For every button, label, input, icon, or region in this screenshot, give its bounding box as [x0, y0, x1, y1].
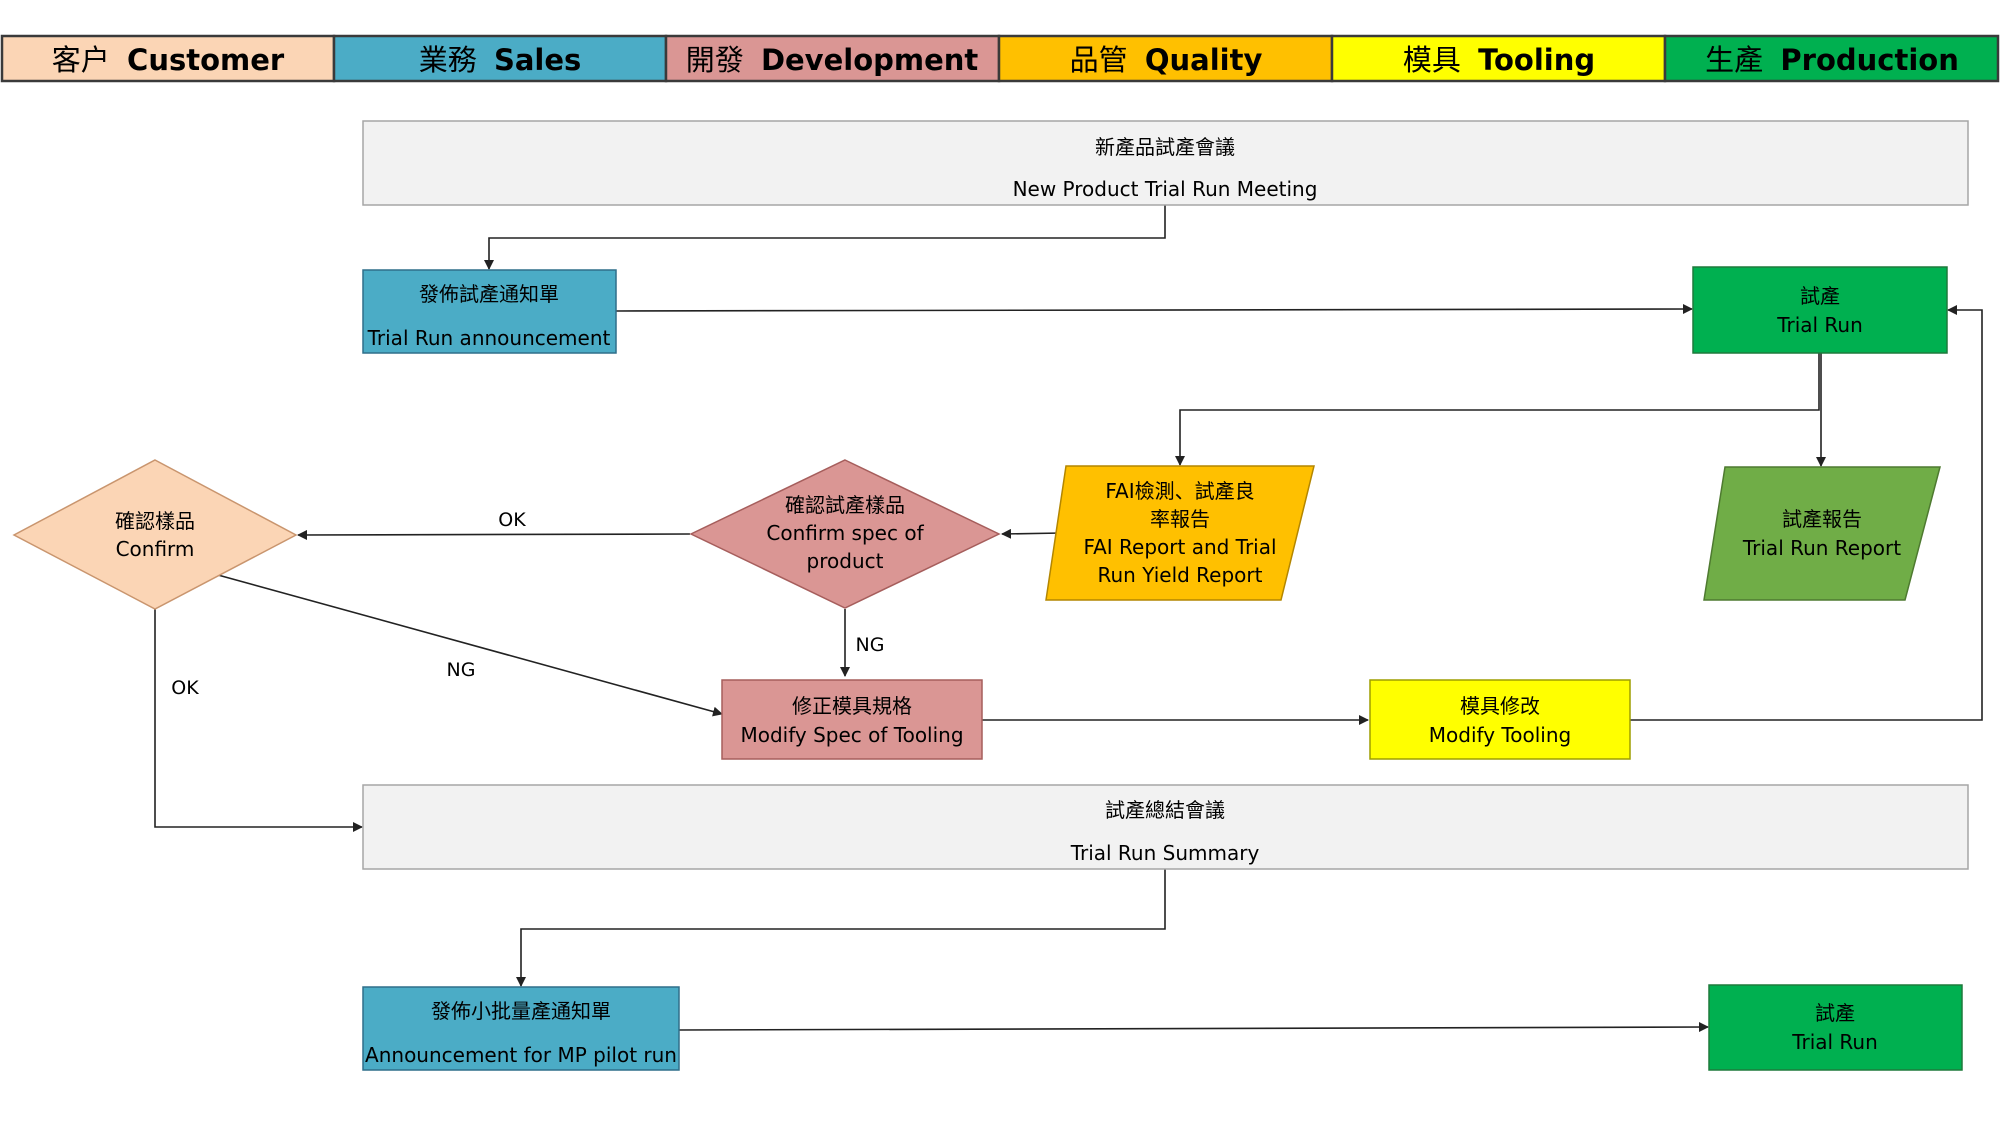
lane-sales-zh: 業務 [419, 43, 477, 77]
edges [154, 205, 1983, 1033]
node-fai-report-line1: FAI檢測、試產良 [1105, 479, 1254, 503]
lane-development-en: Development [761, 43, 978, 77]
node-trial-run-2-zh: 試產 [1815, 1001, 1855, 1025]
node-confirm-spec-shape [689, 459, 1001, 609]
node-modify-spec-zh: 修正模具規格 [792, 694, 912, 718]
node-trial-run-announcement-en: Trial Run announcement [367, 326, 611, 350]
lane-tooling-label: 模具 Tooling [1403, 43, 1595, 77]
edge-confirm-sample-to-summary [154, 609, 363, 832]
node-mp-announcement-zh: 發佈小批量產通知單 [431, 999, 611, 1023]
edge-summary-to-mp-announcement [516, 869, 1166, 987]
node-confirm-spec-en1: Confirm spec of [766, 521, 924, 545]
lane-tooling: 模具 Tooling [1330, 34, 1667, 83]
lane-tooling-bg [1330, 34, 1667, 83]
lane-production-label: 生產 Production [1705, 43, 1959, 77]
edge-trial-run-to-fai [1175, 353, 1820, 466]
lane-tooling-zh: 模具 [1403, 43, 1461, 77]
node-trial-run-summary-zh: 試產總結會議 [1105, 798, 1225, 822]
edge-modify-tooling-to-trial-run [1630, 305, 1983, 721]
lane-customer-bg [0, 34, 336, 83]
lane-quality: 品管 Quality [997, 34, 1334, 83]
node-modify-spec: 修正模具規格 Modify Spec of Tooling [721, 679, 983, 760]
node-trial-run-meeting-zh: 新產品試產會議 [1095, 135, 1235, 159]
node-trial-run-report: 試產報告 Trial Run Report [1703, 466, 1941, 601]
node-trial-run-announcement-box [362, 269, 617, 354]
node-modify-spec-box [721, 679, 983, 760]
node-fai-report-line4: Run Yield Report [1098, 563, 1263, 587]
lane-production-zh: 生產 [1705, 43, 1763, 77]
lane-sales: 業務 Sales [332, 34, 668, 83]
edge-confirm-spec-to-confirm-sample [297, 529, 691, 540]
node-fai-report-line2: 率報告 [1150, 507, 1210, 531]
node-trial-run-announcement: 發佈試產通知單 Trial Run announcement [362, 269, 617, 354]
edge-labels: OK NG NG OK [171, 509, 884, 699]
node-trial-run-meeting-box [362, 120, 1969, 206]
node-trial-run: 試產 Trial Run [1692, 266, 1948, 354]
node-trial-run-report-en: Trial Run Report [1742, 536, 1901, 560]
node-trial-run-announcement-zh: 發佈試產通知單 [419, 282, 559, 306]
node-confirm-sample-en: Confirm [116, 537, 195, 561]
node-trial-run-meeting-en: New Product Trial Run Meeting [1013, 177, 1318, 201]
edge-mp-announcement-to-trial-run-2 [678, 1022, 1709, 1033]
node-trial-run-en: Trial Run [1776, 313, 1863, 337]
lane-production: 生產 Production [1663, 34, 2000, 83]
node-trial-run-2-en: Trial Run [1791, 1030, 1878, 1054]
lane-production-bg [1663, 34, 2000, 83]
node-trial-run-report-zh: 試產報告 [1782, 507, 1862, 531]
edge-label-ng-confirm: NG [447, 659, 476, 681]
lane-quality-zh: 品管 [1070, 43, 1128, 77]
edge-label-ok-confirm: OK [171, 677, 199, 699]
node-trial-run-report-shape [1703, 466, 1941, 601]
node-confirm-sample-shape [12, 459, 298, 610]
lane-quality-en: Quality [1145, 43, 1263, 77]
node-mp-announcement-en: Announcement for MP pilot run [365, 1043, 677, 1067]
node-modify-tooling-en: Modify Tooling [1429, 723, 1571, 747]
lane-customer-label: 客户 Customer [52, 43, 285, 77]
node-modify-spec-en: Modify Spec of Tooling [740, 723, 963, 747]
node-trial-run-summary: 試產總結會議 Trial Run Summary [362, 784, 1969, 870]
node-trial-run-box [1692, 266, 1948, 354]
lane-production-en: Production [1780, 43, 1958, 77]
node-modify-tooling-zh: 模具修改 [1460, 694, 1540, 718]
node-confirm-spec-zh: 確認試產樣品 [785, 493, 905, 517]
node-trial-run-2-box [1708, 984, 1963, 1071]
lane-quality-label: 品管 Quality [1070, 43, 1263, 77]
edge-label-ok-spec: OK [498, 509, 526, 531]
edge-confirm-sample-to-modify-spec [217, 574, 723, 717]
lane-development-zh: 開發 [686, 43, 744, 77]
node-confirm-spec: 確認試產樣品 Confirm spec of product [689, 459, 1001, 609]
node-fai-report: FAI檢測、試產良 率報告 FAI Report and Trial Run Y… [1045, 465, 1315, 601]
node-trial-run-summary-en: Trial Run Summary [1070, 841, 1260, 865]
lane-sales-bg [332, 34, 668, 83]
node-modify-tooling: 模具修改 Modify Tooling [1369, 679, 1631, 760]
swimlane-header: 客户 Customer 業務 Sales 開發 Development 品管 Q… [0, 34, 2000, 83]
lane-development: 開發 Development [664, 34, 1001, 83]
lane-sales-en: Sales [494, 43, 581, 77]
node-fai-report-line3: FAI Report and Trial [1083, 535, 1276, 559]
node-confirm-sample-zh: 確認樣品 [115, 509, 195, 533]
edge-announcement-to-trial-run [615, 304, 1693, 315]
lane-customer-en: Customer [127, 43, 285, 77]
node-confirm-sample: 確認樣品 Confirm [12, 459, 298, 610]
lane-sales-label: 業務 Sales [419, 43, 582, 77]
lane-customer: 客户 Customer [0, 34, 336, 83]
lane-development-label: 開發 Development [686, 43, 979, 77]
edge-fai-to-confirm-spec [1001, 528, 1063, 539]
lane-tooling-en: Tooling [1478, 43, 1595, 77]
node-trial-run-2: 試產 Trial Run [1708, 984, 1963, 1071]
edge-label-ng-spec: NG [856, 634, 885, 656]
node-mp-announcement-box [362, 986, 680, 1071]
node-trial-run-meeting: 新產品試產會議 New Product Trial Run Meeting [362, 120, 1969, 206]
node-mp-announcement: 發佈小批量產通知單 Announcement for MP pilot run [362, 986, 680, 1071]
lane-customer-zh: 客户 [52, 43, 110, 77]
edge-meeting-to-announcement [484, 205, 1166, 270]
node-modify-tooling-box [1369, 679, 1631, 760]
lane-development-bg [664, 34, 1001, 83]
node-confirm-spec-en2: product [807, 549, 884, 573]
node-trial-run-summary-box [362, 784, 1969, 870]
node-fai-report-shape [1045, 465, 1315, 601]
node-trial-run-zh: 試產 [1800, 284, 1840, 308]
